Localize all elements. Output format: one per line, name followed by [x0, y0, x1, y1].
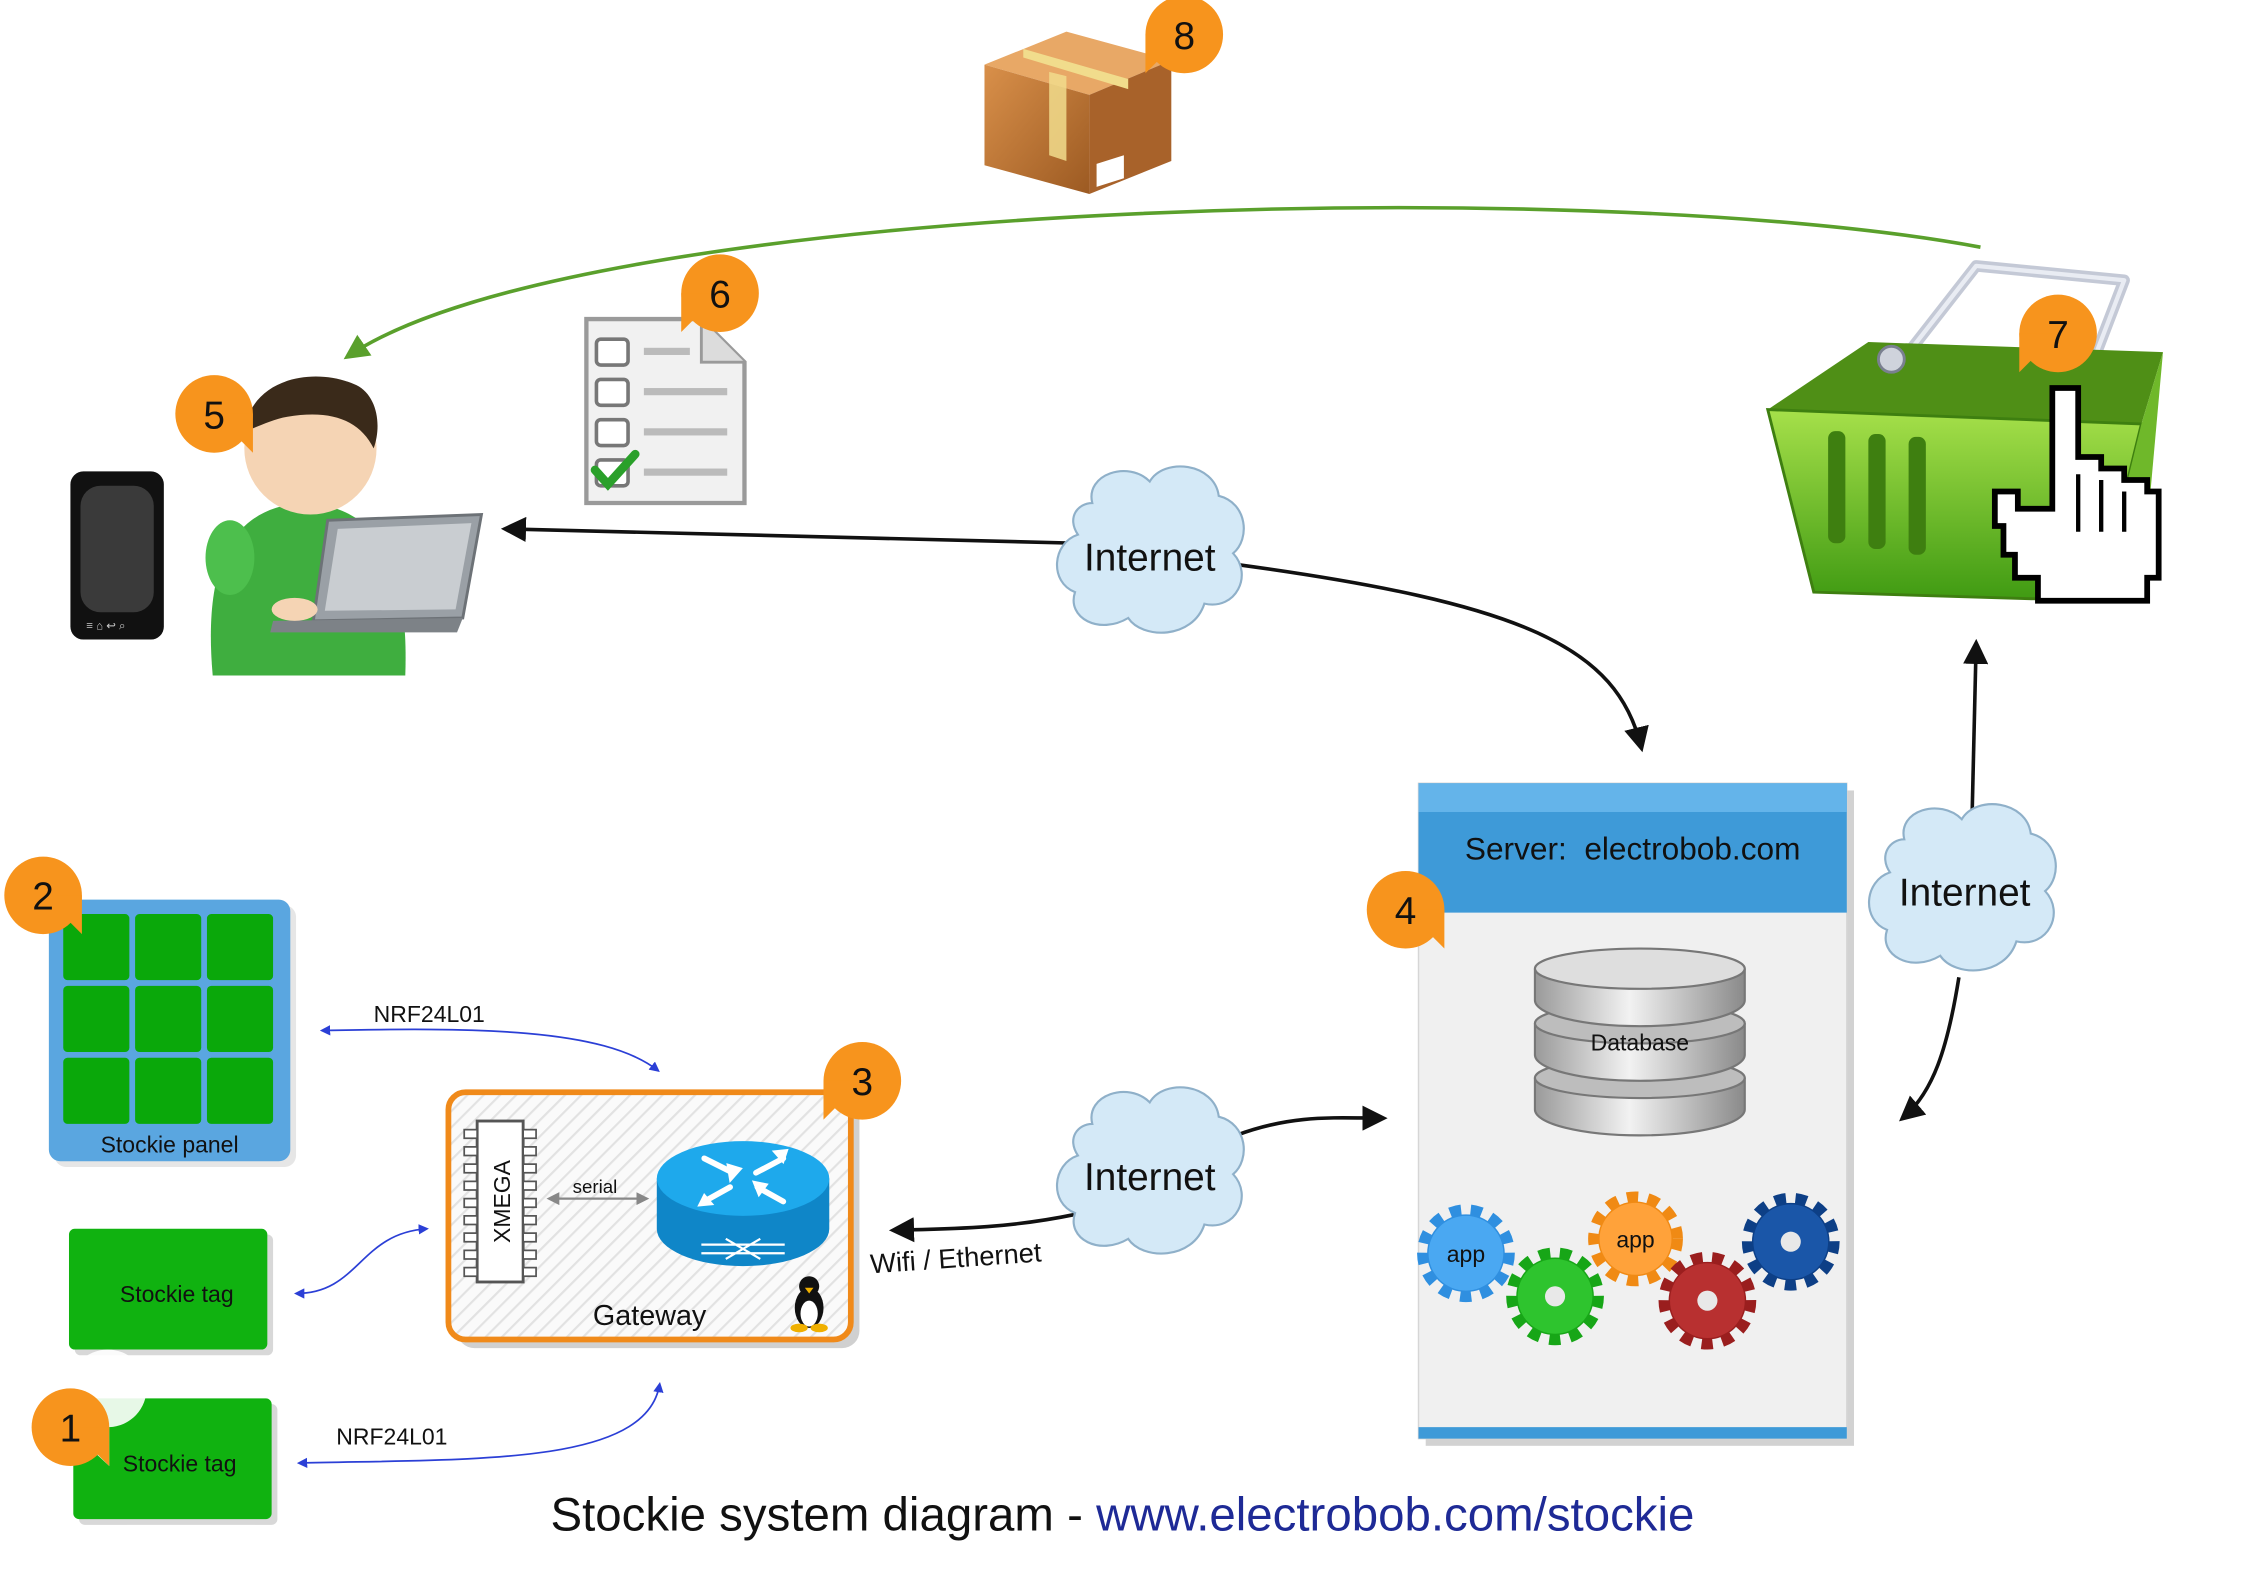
server: Server: electrobob.com Database app app [1417, 782, 1854, 1446]
router-icon [656, 1141, 830, 1267]
cloud-label: Internet [1084, 537, 1216, 580]
user-laptop-icon [205, 376, 484, 676]
internet-link-basket [1963, 638, 1989, 827]
number-badge-5: 5 [175, 375, 253, 453]
smartphone-icon: ≡ ⌂ ↩ ⌕ [70, 471, 164, 640]
tag-label: Stockie tag [123, 1451, 237, 1477]
svg-text:8: 8 [1173, 15, 1195, 58]
svg-text:6: 6 [709, 274, 731, 317]
svg-text:≡ ⌂ ↩ ⌕: ≡ ⌂ ↩ ⌕ [86, 620, 125, 632]
gear-icon [1741, 1192, 1840, 1291]
chip-label: XMEGA [489, 1159, 515, 1243]
internet-link-user [500, 516, 1078, 546]
gear-icon [1658, 1251, 1757, 1350]
linux-penguin-icon [790, 1276, 828, 1333]
svg-text:1: 1 [60, 1408, 82, 1451]
svg-text:4: 4 [1395, 890, 1417, 933]
internet-link-gateway [888, 1212, 1076, 1243]
diagram-caption: Stockie system diagram - www.electrobob.… [0, 1488, 2245, 1543]
app-label: app [1616, 1226, 1654, 1252]
cloud-label: Internet [1899, 871, 2031, 914]
number-badge-4: 4 [1366, 870, 1445, 949]
tag-label: Stockie tag [120, 1281, 234, 1307]
svg-text:3: 3 [852, 1061, 874, 1104]
stockie-tag: Stockie tag [73, 1398, 278, 1525]
number-badge-1: 1 [31, 1349, 147, 1466]
internet-cloud: Internet [1868, 803, 2057, 972]
database-label: Database [1591, 1030, 1689, 1056]
serial-label: serial [573, 1176, 618, 1197]
delivery-arrow [343, 205, 1981, 360]
caption-text: Stockie system diagram - [550, 1487, 1097, 1541]
server-title: Server: electrobob.com [1465, 830, 1801, 866]
checklist-icon [584, 316, 747, 506]
gear-icon [1506, 1247, 1604, 1346]
radio-link-tag-upper [293, 1224, 429, 1299]
parcel-box-icon [984, 31, 1172, 195]
svg-text:5: 5 [203, 394, 225, 437]
number-badge-2: 2 [4, 856, 82, 935]
xmega-chip: XMEGA [463, 1119, 537, 1284]
caption-url-link[interactable]: www.electrobob.com/stockie [1096, 1487, 1695, 1541]
panel-label: Stockie panel [101, 1132, 239, 1158]
radio-label-bottom: NRF24L01 [336, 1423, 447, 1449]
number-badge-8: 8 [1145, 0, 1224, 74]
number-badge-3: 3 [823, 1041, 902, 1120]
app-label: app [1447, 1241, 1485, 1267]
internet-link-server-left [1235, 1105, 1388, 1138]
radio-label-top: NRF24L01 [374, 1001, 485, 1027]
gear-icon: app [1588, 1191, 1683, 1287]
radio-link-panel [319, 1025, 660, 1072]
internet-link-server-right [1899, 977, 1961, 1122]
svg-text:7: 7 [2047, 314, 2069, 357]
gateway: XMEGA serial Gateway [445, 1089, 860, 1349]
radio-link-tag-lower [296, 1381, 664, 1469]
internet-link-server-top [1238, 563, 1649, 753]
gateway-label: Gateway [593, 1300, 707, 1332]
number-badge-7: 7 [2019, 294, 2097, 373]
panel-grid [63, 914, 274, 1124]
internet-cloud: Internet [1055, 465, 1245, 634]
svg-text:2: 2 [32, 876, 54, 919]
cloud-label: Internet [1084, 1156, 1216, 1199]
hand-pointer-icon [1991, 385, 2162, 604]
number-badge-6: 6 [681, 254, 759, 332]
internet-cloud: Internet [1055, 1086, 1245, 1255]
wifi-ethernet-label: Wifi / Ethernet [869, 1236, 1043, 1279]
database-icon [1533, 947, 1746, 1137]
gear-icon: app [1417, 1204, 1515, 1303]
stockie-tag: Stockie tag [68, 1228, 274, 1356]
stockie-panel: Stockie panel [48, 899, 297, 1168]
